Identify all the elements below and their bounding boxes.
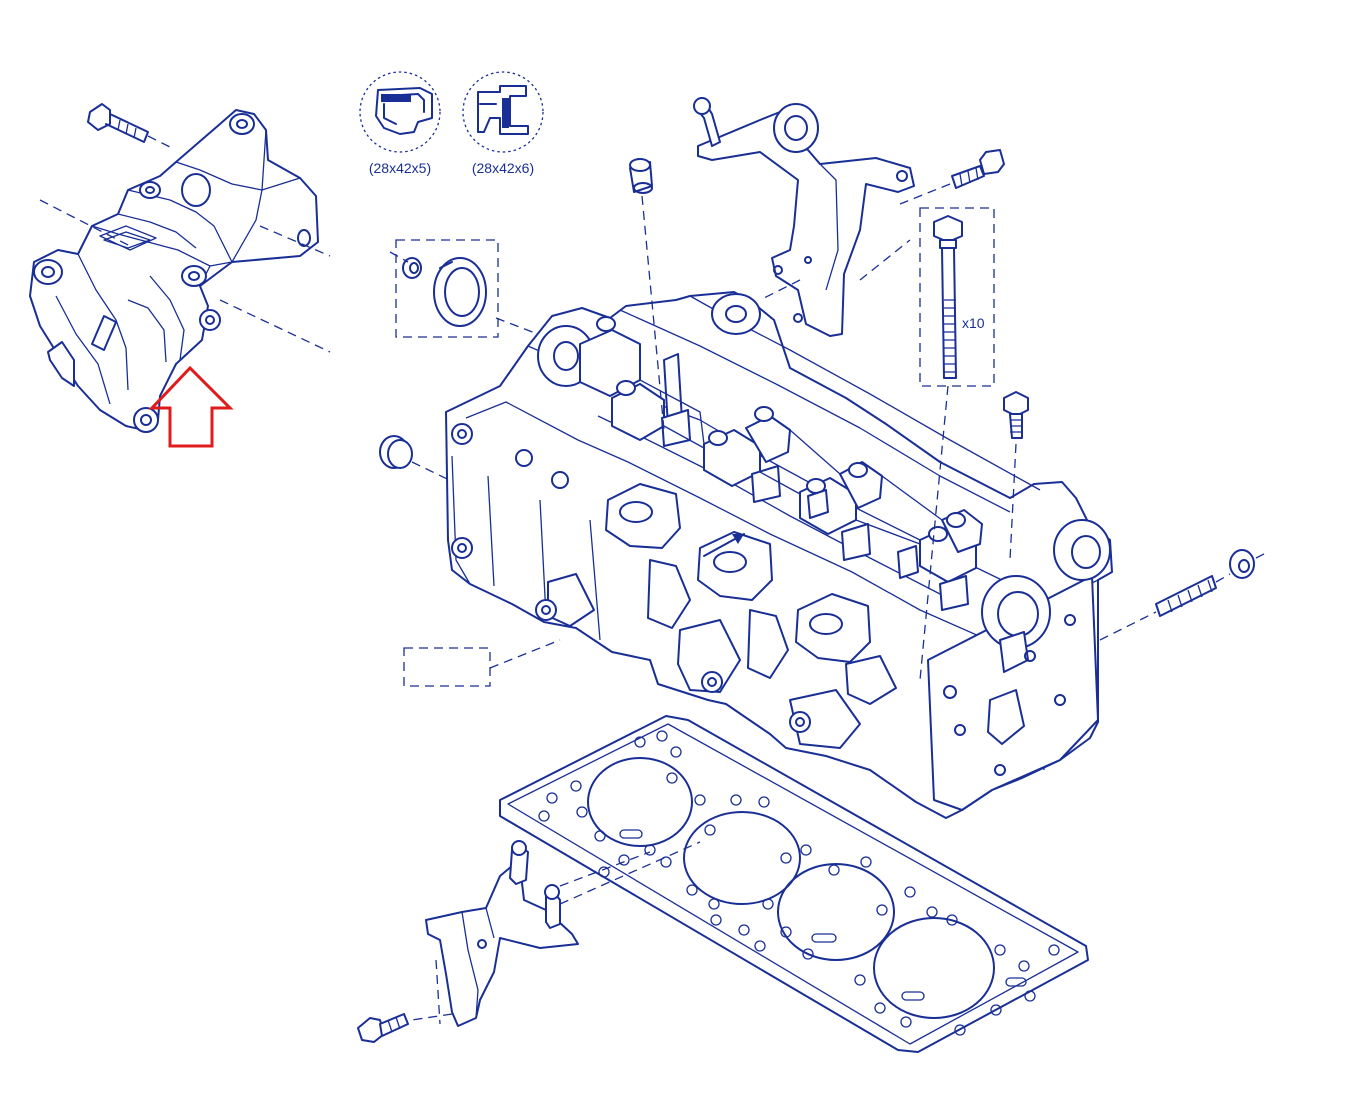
core-plug bbox=[379, 435, 413, 469]
empty-part-box bbox=[403, 647, 491, 687]
camshaft-seal-kit bbox=[395, 239, 499, 338]
head-bolt-box bbox=[919, 207, 995, 387]
cylinder-head bbox=[445, 291, 1113, 819]
short-bolt bbox=[1003, 391, 1029, 439]
lower-bolt bbox=[357, 1013, 409, 1043]
valve-stem-seal bbox=[629, 158, 653, 194]
seal-icon-a bbox=[359, 71, 441, 153]
bracket-bolt bbox=[87, 103, 149, 143]
head-bolt bbox=[933, 215, 963, 379]
bolt-quantity-label: x10 bbox=[962, 315, 985, 331]
seal-a-size-label: (28x42x5) bbox=[369, 160, 431, 176]
engine-support-bracket bbox=[29, 103, 319, 433]
seal-icon-b bbox=[462, 71, 544, 153]
highlight-arrow-icon bbox=[148, 365, 234, 448]
stud bbox=[1155, 549, 1255, 617]
lower-lifting-bracket bbox=[425, 840, 579, 1027]
seal-b-size-label: (28x42x6) bbox=[472, 160, 534, 176]
head-gasket bbox=[499, 715, 1089, 1053]
lifting-bracket bbox=[693, 97, 915, 337]
bracket-bolt-top-right bbox=[951, 149, 1005, 189]
